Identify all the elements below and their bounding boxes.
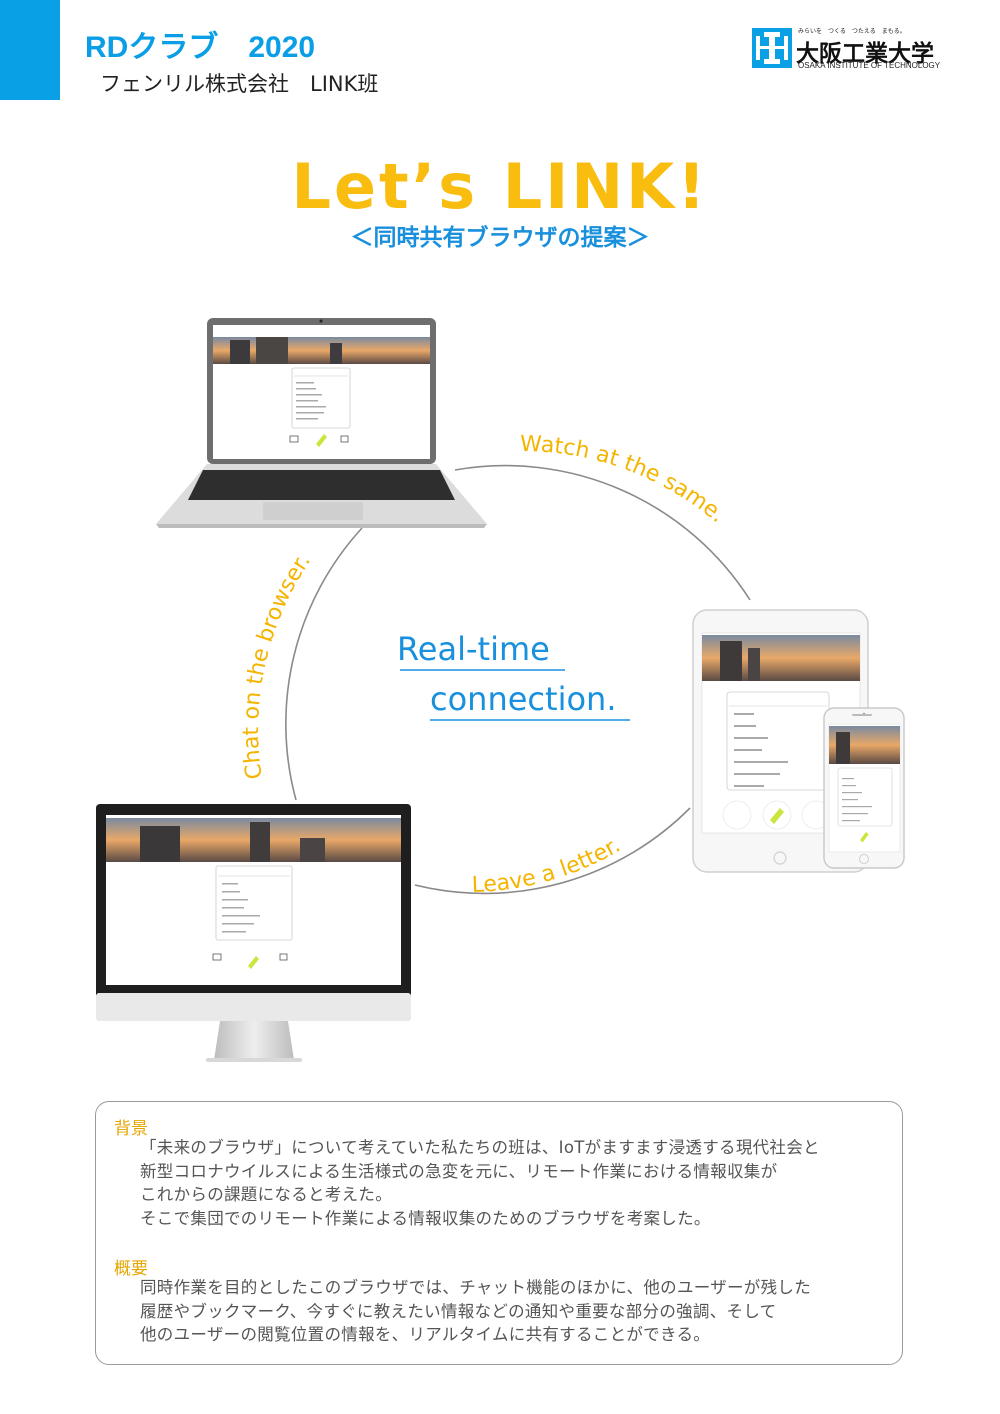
background-heading: 背景: [114, 1119, 148, 1139]
club-title: RDクラブ 2020: [85, 31, 316, 64]
main-title: Let’s LINK!: [291, 150, 709, 223]
center-text-line2: connection.: [430, 680, 616, 718]
logo-name-jp: 大阪工業大学: [796, 41, 934, 67]
summary-line: 他のユーザーの閲覧位置の情報を、リアルタイムに共有することができる。: [140, 1325, 711, 1344]
laptop-device: [156, 318, 487, 528]
background-text: 「未来のブラウザ」について考えていた私たちの班は、IoTがますます浸透する現代社…: [140, 1136, 820, 1230]
label-leave: Leave a letter.: [471, 833, 624, 898]
background-line: そこで集団でのリモート作業による情報収集のためのブラウザを考案した。: [140, 1208, 711, 1228]
university-emblem-icon: [752, 28, 792, 68]
connection-circle: [285, 464, 751, 895]
logo-name-en: OSAKA INSTITUTE OF TECHNOLOGY: [798, 61, 941, 70]
subtitle: ＜同時共有ブラウザの提案＞: [350, 225, 650, 251]
background-line: 「未来のブラウザ」について考えていた私たちの班は、IoTがますます浸透する現代社…: [140, 1138, 820, 1157]
info-box: 背景 「未来のブラウザ」について考えていた私たちの班は、IoTがますます浸透する…: [95, 1101, 903, 1365]
summary-heading: 概要: [114, 1259, 148, 1279]
background-line: これからの課題になると考えた。: [140, 1185, 392, 1204]
summary-line: 同時作業を目的としたこのブラウザでは、チャット機能のほかに、他のユーザーが残した: [140, 1278, 812, 1297]
company-name: フェンリル株式会社 LINK班: [100, 72, 379, 96]
label-chat: Chat on the browser.: [239, 549, 316, 780]
label-watch: Watch at the same.: [520, 432, 730, 528]
phone-device: [823, 707, 905, 869]
logo-tagline: みらいを つくる つたえる まもる。: [798, 28, 906, 35]
center-text-line1: Real-time: [397, 630, 550, 668]
header-accent-bar: [0, 0, 60, 100]
desktop-monitor-device: [96, 804, 411, 1062]
device-link-diagram: Watch at the same. Chat on the browser. …: [96, 318, 905, 1062]
background-line: 新型コロナウイルスによる生活様式の急変を元に、リモート作業における情報収集が: [140, 1161, 778, 1181]
summary-text: 同時作業を目的としたこのブラウザでは、チャット機能のほかに、他のユーザーが残した…: [140, 1276, 811, 1347]
university-logo: みらいを つくる つたえる まもる。 大阪工業大学 OSAKA INSTITUT…: [752, 26, 942, 72]
summary-line: 履歴やブックマーク、今すぐに教えたい情報などの通知や重要な部分の強調、そして: [140, 1301, 777, 1321]
